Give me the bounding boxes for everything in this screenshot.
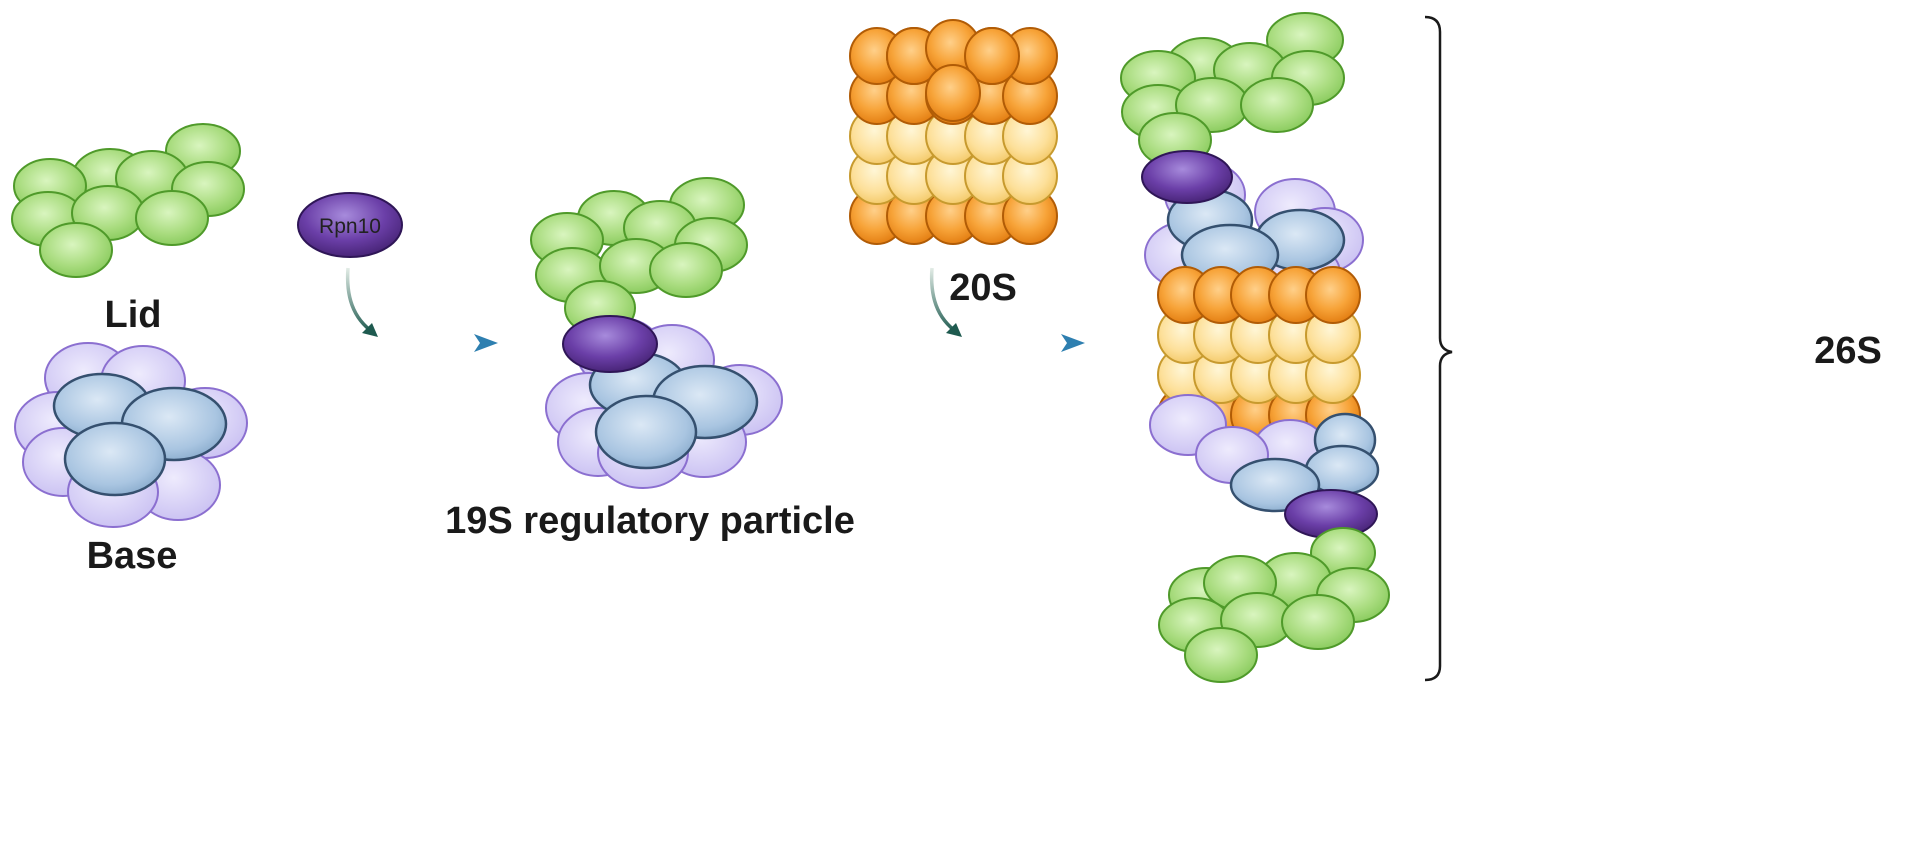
base-label: Base xyxy=(87,535,178,577)
core-join-arrow xyxy=(929,267,962,337)
rpn10-ellipse xyxy=(1141,150,1233,204)
assembly-arrow-1-head xyxy=(474,334,498,352)
rpn10-ellipse xyxy=(297,192,403,258)
core-join-arrow-head xyxy=(946,323,962,337)
base-subcomplex xyxy=(14,342,248,528)
rpn10-join-arrow-head xyxy=(362,323,378,337)
core-particle-label: 20S xyxy=(949,267,1017,309)
rpn10-join-arrow xyxy=(345,267,378,337)
rpn10-label: Rpn10 xyxy=(319,215,381,238)
lid-subunit xyxy=(1184,627,1258,683)
lid-label: Lid xyxy=(105,294,162,336)
alpha-subunit xyxy=(1305,266,1361,324)
assembly-arrow-2 xyxy=(828,334,1085,352)
base-inner-subunit xyxy=(63,421,167,497)
lid-subcomplex xyxy=(11,123,245,278)
lid-subunit xyxy=(1281,594,1355,650)
assembly-arrow-1 xyxy=(248,334,498,352)
full-proteasome-label: 26S xyxy=(1814,330,1882,372)
bracket-26s xyxy=(1424,15,1453,682)
alpha-subunit xyxy=(925,64,981,122)
bracket-path xyxy=(1424,15,1453,682)
lid-subunit xyxy=(135,190,209,246)
rpn10-subunit xyxy=(297,192,403,258)
proteasome-26s xyxy=(1120,12,1390,683)
lid-subunit xyxy=(649,242,723,298)
regulatory-particle-label: 19S regulatory particle xyxy=(445,500,855,542)
lid-subunit xyxy=(39,222,113,278)
regulatory-particle xyxy=(530,177,783,489)
base-inner-subunit xyxy=(594,394,698,470)
rpn10-join-arrow-path xyxy=(345,267,376,335)
core-particle-20s xyxy=(849,19,1058,245)
rpn10-ellipse xyxy=(562,315,658,373)
assembly-arrow-2-head xyxy=(1061,334,1085,352)
alpha-subunit xyxy=(964,27,1020,85)
lid-subunit xyxy=(1240,77,1314,133)
